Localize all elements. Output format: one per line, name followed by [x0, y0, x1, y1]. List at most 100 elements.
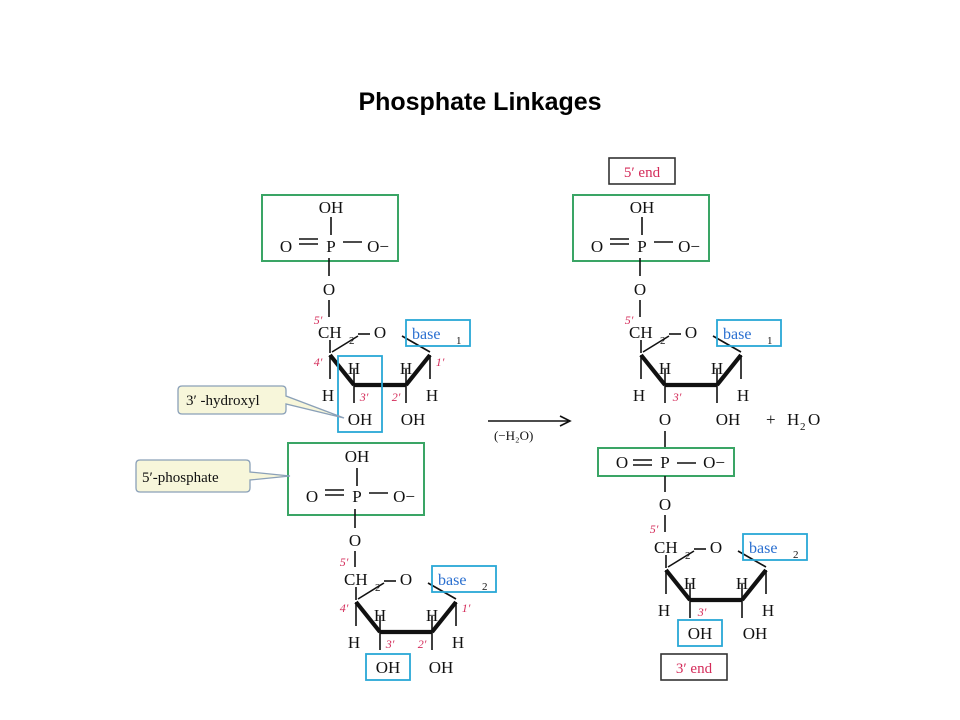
atom-p: P: [326, 237, 335, 256]
atom-h: H: [711, 359, 723, 378]
atom-h: H: [633, 386, 645, 405]
atom-h: H: [658, 601, 670, 620]
atom-o: O: [349, 531, 361, 550]
atom-oh: OH: [743, 624, 768, 643]
atom-subscript: 2: [375, 582, 381, 594]
atom-h: H: [684, 574, 696, 593]
atom-h: H: [322, 386, 334, 405]
atom-oh: OH: [348, 410, 373, 429]
plus-sign: +: [766, 410, 776, 429]
right-lower-sugar: CH 2 O H H H H 3′ OH OH base 2: [654, 533, 808, 647]
prime-2: 2′: [392, 390, 401, 404]
left-upper-sugar: CH 2 O 4′ 1′ H H H H 3′ 2′ OH OH base 1: [314, 319, 471, 433]
atom-h: H: [737, 386, 749, 405]
base-box: [716, 319, 782, 347]
phosphate-box: [287, 442, 425, 516]
callout-phosphate-label: 5′-phosphate: [142, 470, 219, 486]
atom-oh: OH: [319, 198, 344, 217]
prime-1: 1′: [462, 601, 471, 615]
atom-h: H: [762, 601, 774, 620]
callout-3-hydroxyl: 3′ -hydroxyl: [177, 385, 345, 419]
prime-5: 5′: [625, 313, 634, 327]
atom-ch: CH: [629, 323, 653, 342]
atom-p: P: [660, 453, 669, 472]
atom-ch: CH: [318, 323, 342, 342]
right-upper-phosphate: OH O P O−: [572, 194, 710, 262]
callout-5-phosphate: 5′-phosphate: [135, 459, 291, 493]
oh-highlight-box: [677, 619, 723, 647]
base-label: base: [438, 572, 466, 589]
atom-subscript: 2: [660, 335, 666, 347]
atom-h: H: [348, 633, 360, 652]
water-h: H: [787, 410, 799, 429]
atom-ch: CH: [344, 570, 368, 589]
atom-o: O: [306, 487, 318, 506]
reaction-condition: (−H₂O): [494, 428, 533, 443]
prime-3: 3′: [359, 390, 369, 404]
base-label: base: [749, 540, 777, 557]
phosphate-box: [261, 194, 399, 262]
atom-h: H: [659, 359, 671, 378]
callout-hydroxyl-label: 3′ -hydroxyl: [186, 393, 260, 409]
water-subscript: 2: [800, 421, 806, 433]
atom-h: H: [426, 386, 438, 405]
atom-o: O: [616, 453, 628, 472]
base-subscript: 2: [793, 549, 799, 561]
water-o: O: [808, 410, 820, 429]
atom-o: O: [280, 237, 292, 256]
atom-ring-o: O: [685, 323, 697, 342]
phosphate-box: [572, 194, 710, 262]
five-end-label: 5′ end: [608, 157, 676, 185]
atom-ch: CH: [654, 538, 678, 557]
three-end-text: 3′ end: [676, 661, 713, 677]
atom-h: H: [452, 633, 464, 652]
atom-p: P: [637, 237, 646, 256]
three-end-label: 3′ end: [660, 653, 728, 681]
atom-oh: OH: [401, 410, 426, 429]
base-label: base: [723, 326, 751, 343]
atom-linking-o: O: [659, 410, 671, 429]
atom-ring-o: O: [710, 538, 722, 557]
oh-highlight-box: [365, 653, 411, 681]
atom-ring-o: O: [400, 570, 412, 589]
atom-o-minus: O−: [393, 487, 415, 506]
base-box: [431, 565, 497, 593]
atom-o-minus: O−: [367, 237, 389, 256]
reaction-arrow: (−H₂O): [488, 415, 572, 443]
right-upper-sugar: CH 2 O H H H H 3′ O OH base 1: [629, 319, 782, 429]
atom-h: H: [348, 359, 360, 378]
atom-oh: OH: [429, 658, 454, 677]
atom-oh: OH: [376, 658, 401, 677]
atom-ring-o: O: [374, 323, 386, 342]
atom-o: O: [659, 495, 671, 514]
atom-o: O: [323, 280, 335, 299]
prime-3: 3′: [697, 605, 707, 619]
atom-p: P: [352, 487, 361, 506]
water-byproduct: + H 2 O: [766, 410, 820, 433]
atom-o-minus: O−: [703, 453, 725, 472]
atom-oh: OH: [345, 447, 370, 466]
base-subscript: 2: [482, 581, 488, 593]
hydroxyl-highlight-box: [337, 355, 383, 433]
prime-4: 4′: [314, 355, 323, 369]
base-box: [405, 319, 471, 347]
prime-1: 1′: [436, 355, 445, 369]
atom-oh: OH: [688, 624, 713, 643]
atom-h: H: [400, 359, 412, 378]
left-lower-sugar: CH 2 O 4′ 1′ H H H H 3′ 2′ OH OH base 2: [340, 565, 497, 681]
atom-o-minus: O−: [678, 237, 700, 256]
prime-3: 3′: [385, 637, 395, 651]
atom-o: O: [591, 237, 603, 256]
atom-o: O: [634, 280, 646, 299]
prime-5: 5′: [650, 522, 659, 536]
base-label: base: [412, 326, 440, 343]
atom-oh: OH: [630, 198, 655, 217]
atom-subscript: 2: [685, 550, 691, 562]
atom-h: H: [736, 574, 748, 593]
atom-oh: OH: [716, 410, 741, 429]
prime-3: 3′: [672, 390, 682, 404]
base-box: [742, 533, 808, 561]
atom-h: H: [374, 606, 386, 625]
prime-4: 4′: [340, 601, 349, 615]
